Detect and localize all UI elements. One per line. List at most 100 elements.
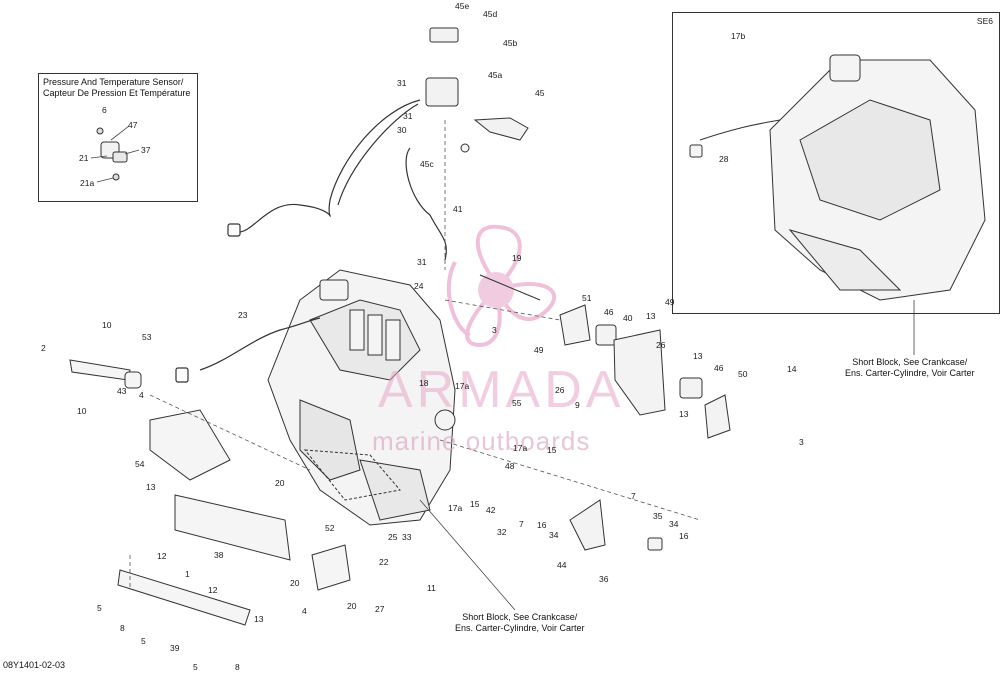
callout-19: 19 bbox=[512, 253, 522, 263]
short-block-note-right: Short Block, See Crankcase/ Ens. Carter-… bbox=[845, 357, 975, 379]
callout-2: 2 bbox=[41, 343, 46, 353]
se6-tag: SE6 bbox=[976, 16, 993, 26]
callout-11: 11 bbox=[427, 583, 436, 593]
callout-16-b: 16 bbox=[679, 531, 689, 541]
callout-27: 27 bbox=[375, 604, 385, 614]
callout-55: 55 bbox=[512, 398, 522, 408]
callout-31-top: 31 bbox=[397, 78, 407, 88]
short-block-bottom-line2: Ens. Carter-Cylindre, Voir Carter bbox=[455, 623, 585, 633]
callout-41: 41 bbox=[453, 204, 463, 214]
watermark-propeller-icon bbox=[446, 224, 557, 348]
callout-45b: 45b bbox=[503, 38, 518, 48]
callout-21a: 21a bbox=[80, 178, 95, 188]
se6-engine-drawing bbox=[689, 54, 986, 301]
callout-28: 28 bbox=[719, 154, 729, 164]
short-block-right-line2: Ens. Carter-Cylindre, Voir Carter bbox=[845, 368, 975, 378]
callout-4-top: 4 bbox=[139, 390, 144, 400]
callout-22: 22 bbox=[379, 557, 389, 567]
callout-30: 30 bbox=[397, 125, 407, 135]
callout-14: 14 bbox=[787, 364, 797, 374]
callout-7-a: 7 bbox=[519, 519, 524, 529]
callout-13-d: 13 bbox=[146, 482, 156, 492]
callout-6: 6 bbox=[102, 105, 107, 115]
callout-33: 33 bbox=[402, 532, 412, 542]
right-components bbox=[303, 274, 731, 551]
callout-18: 18 bbox=[419, 378, 429, 388]
short-block-right-line1: Short Block, See Crankcase/ bbox=[852, 357, 968, 367]
callout-13-e: 13 bbox=[254, 614, 264, 624]
callout-43: 43 bbox=[117, 386, 127, 396]
callout-17b: 17b bbox=[731, 31, 746, 41]
callout-20-top: 20 bbox=[275, 478, 285, 488]
callout-31-low: 31 bbox=[417, 257, 427, 267]
callout-15-b: 15 bbox=[470, 499, 480, 509]
callout-45c: 45c bbox=[420, 159, 434, 169]
watermark-subtitle: marine outboards bbox=[372, 426, 591, 456]
callout-52: 52 bbox=[325, 523, 335, 533]
main-engine-drawing bbox=[267, 269, 456, 526]
callout-13-c: 13 bbox=[679, 409, 689, 419]
sensor-title-line1: Pressure And Temperature Sensor/ bbox=[43, 77, 184, 87]
callout-34-b: 34 bbox=[669, 519, 679, 529]
callout-13-b: 13 bbox=[693, 351, 703, 361]
callout-26-left: 26 bbox=[555, 385, 565, 395]
callout-20-low: 20 bbox=[347, 601, 357, 611]
callout-40: 40 bbox=[623, 313, 633, 323]
callout-49-mid: 49 bbox=[534, 345, 544, 355]
callout-45a: 45a bbox=[488, 70, 503, 80]
callout-25: 25 bbox=[388, 532, 398, 542]
callout-39: 39 bbox=[170, 643, 180, 653]
callout-16-a: 16 bbox=[537, 520, 547, 530]
diagram-code: 08Y1401-02-03 bbox=[3, 660, 66, 670]
callout-7-b: 7 bbox=[631, 491, 636, 501]
callout-46-right: 46 bbox=[714, 363, 724, 373]
callout-8-a: 8 bbox=[120, 623, 125, 633]
lower-brackets bbox=[69, 359, 351, 626]
callout-36: 36 bbox=[599, 574, 609, 584]
callout-9: 9 bbox=[575, 400, 580, 410]
callout-26-right: 26 bbox=[656, 340, 666, 350]
sensor-drawing bbox=[90, 125, 140, 183]
callout-17a-c: 17a bbox=[455, 381, 470, 391]
watermark-word: ARMADA bbox=[378, 361, 625, 419]
callout-46-top: 46 bbox=[604, 307, 614, 317]
callout-5-b: 5 bbox=[141, 636, 146, 646]
se6-inset-panel: SE6 17b 28 bbox=[672, 12, 1000, 314]
assembly-guide-lines bbox=[129, 120, 701, 590]
wiring-harness bbox=[175, 99, 447, 383]
callout-34-a: 34 bbox=[549, 530, 559, 540]
callout-10-low: 10 bbox=[77, 406, 87, 416]
callout-13-a: 13 bbox=[646, 311, 656, 321]
short-block-note-bottom: Short Block, See Crankcase/ Ens. Carter-… bbox=[455, 612, 585, 634]
callout-24: 24 bbox=[414, 281, 424, 291]
callout-47: 47 bbox=[128, 120, 138, 130]
callout-5-c: 5 bbox=[193, 662, 198, 672]
short-block-bottom-line1: Short Block, See Crankcase/ bbox=[462, 612, 578, 622]
callout-45e: 45e bbox=[455, 1, 470, 11]
callout-3-top: 3 bbox=[492, 325, 497, 335]
callout-32: 32 bbox=[497, 527, 507, 537]
callout-50: 50 bbox=[738, 369, 748, 379]
sensor-title-line2: Capteur De Pression Et Température bbox=[43, 88, 191, 98]
callout-38: 38 bbox=[214, 550, 224, 560]
callout-5-a: 5 bbox=[97, 603, 102, 613]
throttle-body-group bbox=[425, 27, 529, 153]
sensor-inset-panel: Pressure And Temperature Sensor/ Capteur… bbox=[38, 73, 198, 202]
callout-31-mid: 31 bbox=[403, 111, 413, 121]
callout-4-low: 4 bbox=[302, 606, 307, 616]
callout-1: 1 bbox=[185, 569, 190, 579]
callout-51: 51 bbox=[582, 293, 592, 303]
callout-45d: 45d bbox=[483, 9, 498, 19]
callout-35: 35 bbox=[653, 511, 663, 521]
callout-49-top: 49 bbox=[665, 297, 675, 307]
callout-42: 42 bbox=[486, 505, 496, 515]
callout-20-mid: 20 bbox=[290, 578, 300, 588]
callout-3-right: 3 bbox=[799, 437, 804, 447]
callout-54: 54 bbox=[135, 459, 145, 469]
callout-44: 44 bbox=[557, 560, 567, 570]
callout-12-low: 12 bbox=[208, 585, 218, 595]
callout-37: 37 bbox=[141, 145, 151, 155]
callout-21: 21 bbox=[79, 153, 89, 163]
callout-10-top: 10 bbox=[102, 320, 112, 330]
